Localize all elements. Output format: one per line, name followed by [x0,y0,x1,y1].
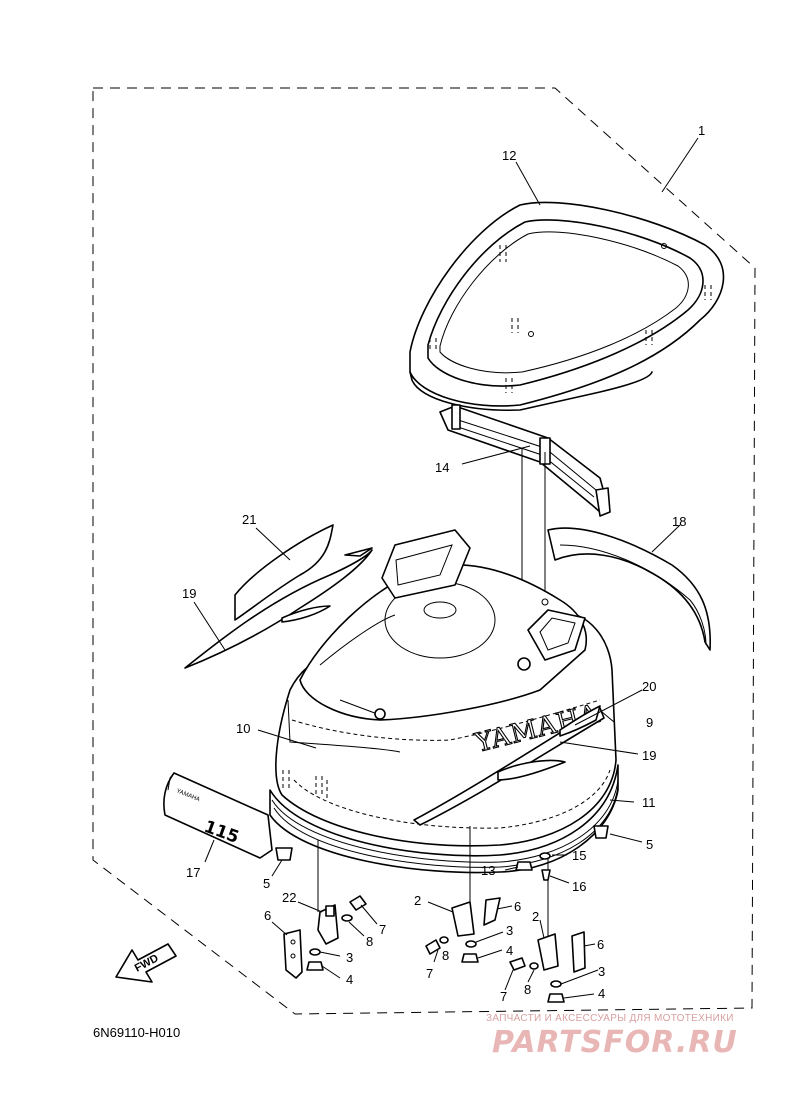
callout-6-right: 6 [597,937,604,952]
callout-4-right: 4 [598,986,605,1001]
callout-19-lower: 19 [642,748,656,763]
callout-18: 18 [672,514,686,529]
callout-labels: 1 12 14 21 18 19 20 9 10 19 11 5 5 15 13… [182,123,705,1004]
callout-2-mid: 2 [414,893,421,908]
callout-6-mid: 6 [514,899,521,914]
callout-8-mid: 8 [442,948,449,963]
watermark: ЗАПЧАСТИ И АКСЕССУАРЫ ДЛЯ МОТОТЕХНИКИ PA… [486,1013,738,1060]
callout-8-right: 8 [524,982,531,997]
callout-2-right: 2 [532,909,539,924]
watermark-tagline: ЗАПЧАСТИ И АКСЕССУАРЫ ДЛЯ МОТОТЕХНИКИ [486,1013,734,1024]
callout-12: 12 [502,148,516,163]
top-cover-part-12 [409,201,725,412]
callout-6-left: 6 [264,908,271,923]
callout-7-mid: 7 [426,966,433,981]
fwd-arrow: FWD [115,943,177,983]
callout-3-right: 3 [598,964,605,979]
callout-5-left: 5 [263,876,270,891]
callout-13: 13 [481,863,495,878]
side-decal-part-19-21 [184,524,373,669]
callout-3-left: 3 [346,950,353,965]
callout-3-mid: 3 [506,923,513,938]
watermark-site: PARTSFOR.RU [492,1025,738,1060]
callout-11: 11 [642,795,656,810]
callout-16: 16 [572,879,586,894]
callout-7-right: 7 [500,989,507,1004]
callout-9: 9 [646,715,653,730]
side-trim-part-18 [547,527,711,651]
top-cowling-part-9: YAMAHA [269,529,619,874]
hardware-group [275,825,609,1003]
callout-17: 17 [186,865,200,880]
callout-1: 1 [698,123,705,138]
callout-8-left: 8 [366,934,373,949]
callout-10: 10 [236,721,250,736]
callout-4-mid: 4 [506,943,513,958]
callout-22: 22 [282,890,296,905]
leader-lines [193,137,699,999]
callout-7-left: 7 [379,922,386,937]
badge-part-17: 115 YAMAHA [163,772,273,859]
callout-15: 15 [572,848,586,863]
part-code: 6N69110-H010 [93,1025,180,1040]
callout-20: 20 [642,679,656,694]
callout-5-right: 5 [646,837,653,852]
assembly-boundary [92,87,756,1015]
callout-21: 21 [242,512,256,527]
callout-4-left: 4 [346,972,353,987]
latch-bar-part-14 [439,404,611,517]
callout-19-upper: 19 [182,586,196,601]
callout-14: 14 [435,460,449,475]
